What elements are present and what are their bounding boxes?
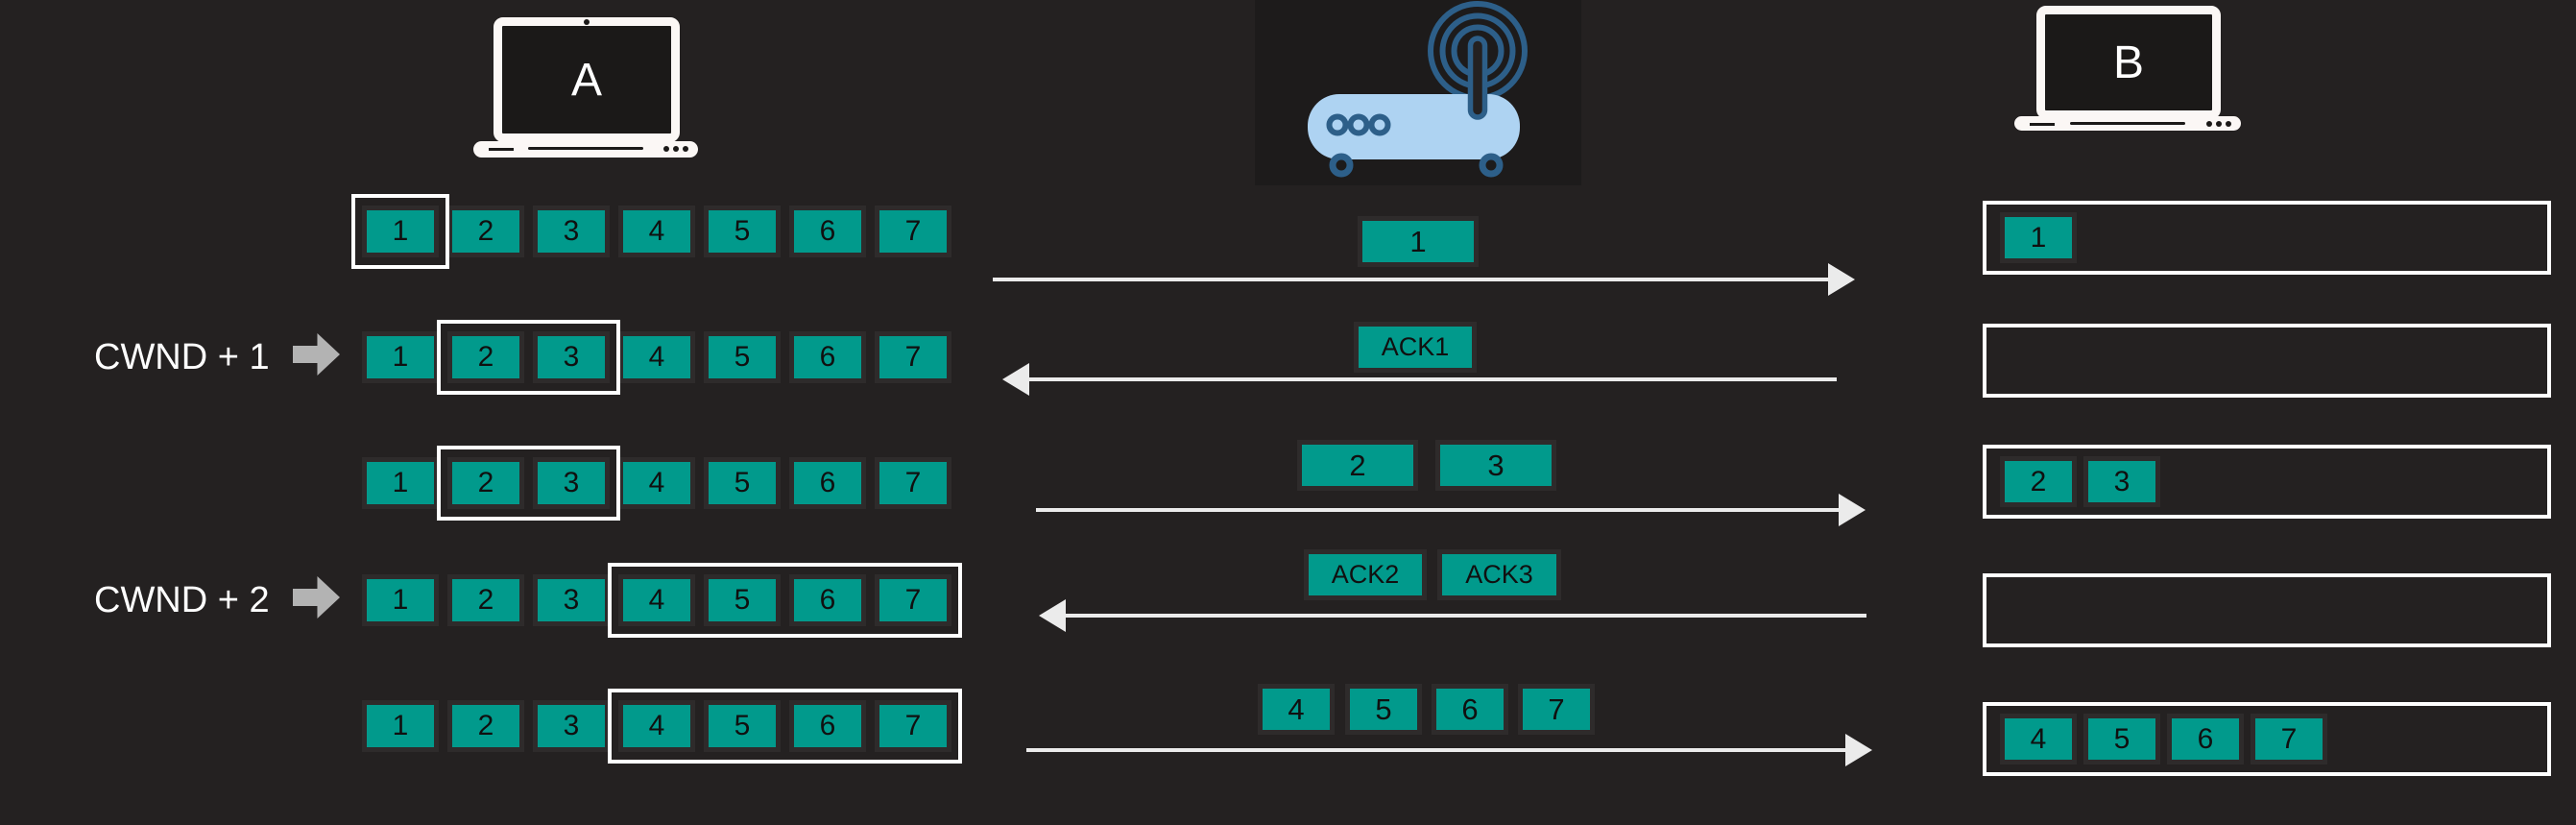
arrow-line bbox=[993, 278, 1832, 281]
sender-packet-6: 6 bbox=[789, 331, 866, 383]
receiver-buffer-row-2 bbox=[1983, 324, 2551, 398]
receiver-buffer-row-5 bbox=[1983, 702, 2551, 776]
cwnd-window-outline bbox=[437, 320, 620, 395]
sender-packet-7: 7 bbox=[875, 206, 951, 257]
receiver-buffer-row-1 bbox=[1983, 201, 2551, 275]
laptop-base bbox=[2014, 116, 2241, 131]
arrow-head-icon bbox=[1039, 599, 1066, 632]
sender-packet-3: 3 bbox=[533, 457, 610, 509]
cwnd-window-outline bbox=[437, 446, 620, 521]
host-a-laptop-icon: A bbox=[473, 13, 698, 158]
sender-packet-2: 2 bbox=[447, 700, 524, 752]
sender-packet-1: 1 bbox=[362, 331, 439, 383]
sender-packet-6: 6 bbox=[789, 700, 866, 752]
sender-packet-5: 5 bbox=[704, 457, 781, 509]
sender-packet-3: 3 bbox=[533, 700, 610, 752]
cwnd-label: CWND + 2 bbox=[94, 579, 270, 620]
in-flight-segment-ack2: ACK2 bbox=[1304, 549, 1427, 600]
sender-packet-4: 4 bbox=[618, 206, 695, 257]
host-b-laptop-icon: B bbox=[2014, 6, 2241, 131]
arrow-line bbox=[1036, 508, 1842, 512]
arrow-head-icon bbox=[1839, 494, 1866, 526]
sender-packet-4: 4 bbox=[618, 574, 695, 626]
cwnd-window-outline bbox=[351, 194, 449, 269]
sender-packet-1: 1 bbox=[362, 206, 439, 257]
received-packet-2: 2 bbox=[2000, 456, 2077, 507]
arrow-head-icon bbox=[1002, 363, 1029, 396]
in-flight-segment-ack3: ACK3 bbox=[1437, 549, 1561, 600]
received-packet-6: 6 bbox=[2167, 714, 2244, 764]
host-a-label: A bbox=[570, 54, 602, 106]
cwnd-increase-arrow-icon bbox=[293, 576, 340, 619]
receiver-buffer-row-4 bbox=[1983, 573, 2551, 647]
sender-packet-4: 4 bbox=[618, 457, 695, 509]
in-flight-segment-1: 1 bbox=[1358, 216, 1479, 267]
sender-packet-1: 1 bbox=[362, 700, 439, 752]
sender-packet-3: 3 bbox=[533, 206, 610, 257]
arrow-head-icon bbox=[1845, 734, 1872, 766]
laptop-base bbox=[473, 141, 698, 158]
sender-packet-5: 5 bbox=[704, 331, 781, 383]
sender-packet-4: 4 bbox=[618, 700, 695, 752]
received-packet-3: 3 bbox=[2083, 456, 2160, 507]
sender-packet-4: 4 bbox=[618, 331, 695, 383]
cwnd-window-outline bbox=[608, 563, 962, 638]
received-packet-4: 4 bbox=[2000, 714, 2077, 764]
wifi-router-icon bbox=[1308, 1, 1528, 178]
in-flight-segment-6: 6 bbox=[1432, 684, 1508, 735]
webcam-dot-icon bbox=[584, 19, 590, 25]
arrow-line bbox=[1025, 377, 1837, 381]
sender-packet-1: 1 bbox=[362, 457, 439, 509]
arrow-line bbox=[1062, 614, 1866, 618]
cwnd-increase-arrow-icon bbox=[293, 333, 340, 376]
cwnd-label: CWND + 1 bbox=[94, 336, 270, 377]
sender-packet-6: 6 bbox=[789, 574, 866, 626]
sender-packet-3: 3 bbox=[533, 331, 610, 383]
cwnd-window-outline bbox=[608, 689, 962, 764]
sender-packet-7: 7 bbox=[875, 331, 951, 383]
sender-packet-2: 2 bbox=[447, 206, 524, 257]
sender-packet-2: 2 bbox=[447, 457, 524, 509]
in-flight-segment-5: 5 bbox=[1345, 684, 1422, 735]
received-packet-7: 7 bbox=[2251, 714, 2327, 764]
sender-packet-6: 6 bbox=[789, 457, 866, 509]
received-packet-1: 1 bbox=[2000, 212, 2077, 263]
transmission-arrow-right bbox=[1026, 734, 1872, 766]
in-flight-segment-2: 2 bbox=[1297, 440, 1418, 491]
in-flight-segment-3: 3 bbox=[1435, 440, 1556, 491]
arrow-head-icon bbox=[1828, 263, 1855, 296]
sender-packet-6: 6 bbox=[789, 206, 866, 257]
in-flight-segment-4: 4 bbox=[1258, 684, 1335, 735]
in-flight-segment-ack1: ACK1 bbox=[1354, 322, 1477, 373]
sender-packet-2: 2 bbox=[447, 574, 524, 626]
sender-packet-7: 7 bbox=[875, 574, 951, 626]
sender-packet-3: 3 bbox=[533, 574, 610, 626]
host-b-label: B bbox=[2112, 36, 2144, 88]
sender-packet-7: 7 bbox=[875, 700, 951, 752]
ack-arrow-left bbox=[1002, 363, 1837, 396]
laptop-screen: B bbox=[2036, 6, 2221, 119]
laptop-screen: A bbox=[494, 17, 680, 142]
sender-packet-1: 1 bbox=[362, 574, 439, 626]
sender-packet-5: 5 bbox=[704, 206, 781, 257]
sender-packet-7: 7 bbox=[875, 457, 951, 509]
received-packet-5: 5 bbox=[2083, 714, 2160, 764]
transmission-arrow-right bbox=[1036, 494, 1866, 526]
sender-packet-2: 2 bbox=[447, 331, 524, 383]
ack-arrow-left bbox=[1039, 599, 1866, 632]
transmission-arrow-right bbox=[993, 263, 1855, 296]
receiver-buffer-row-3 bbox=[1983, 445, 2551, 519]
arrow-line bbox=[1026, 748, 1849, 752]
in-flight-segment-7: 7 bbox=[1518, 684, 1595, 735]
sender-packet-5: 5 bbox=[704, 574, 781, 626]
sender-packet-5: 5 bbox=[704, 700, 781, 752]
